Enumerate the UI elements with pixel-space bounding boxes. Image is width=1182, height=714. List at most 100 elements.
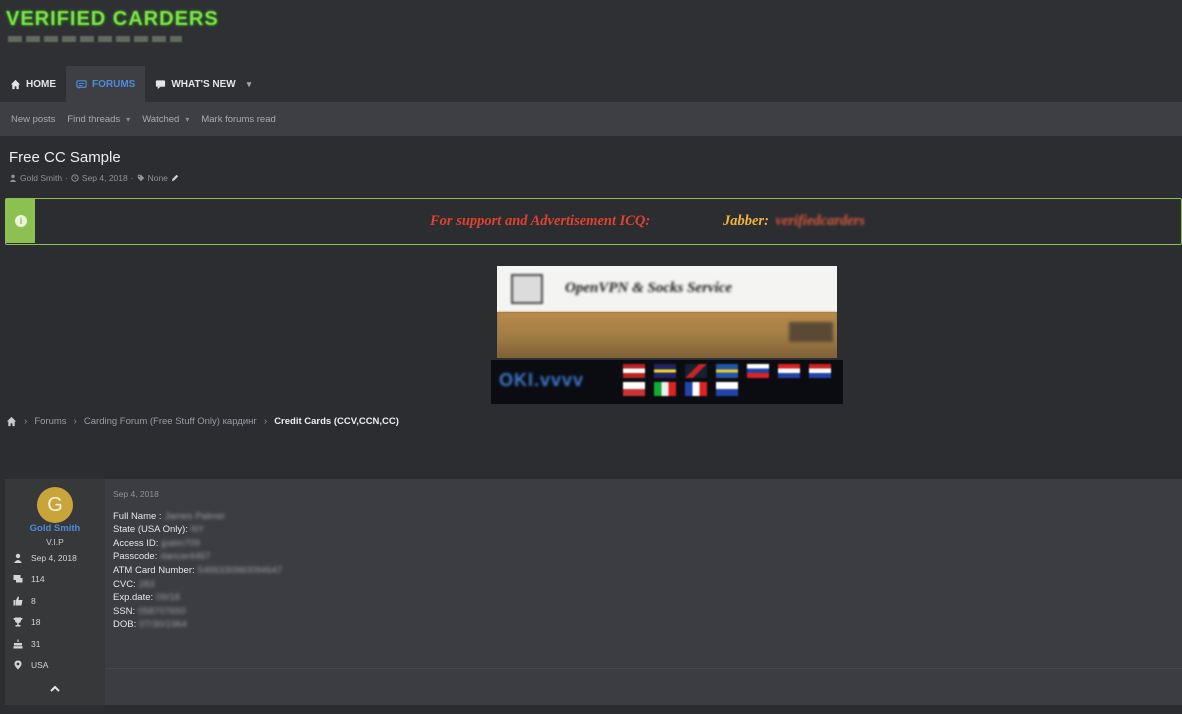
field-value: 283: [138, 578, 155, 590]
field-value: NY: [190, 524, 205, 536]
flag: [623, 364, 645, 378]
user-icon: [14, 553, 22, 563]
tab-whats-new-label: WHAT'S NEW: [171, 78, 236, 90]
flag: [623, 382, 645, 396]
main-nav: HOME FORUMS WHAT'S NEW ▾: [0, 66, 261, 102]
cake-icon: [13, 639, 23, 649]
jabber-label: Jabber:: [723, 213, 769, 229]
flag: [654, 364, 676, 378]
meta-separator: ·: [130, 173, 134, 183]
pencil-icon[interactable]: [171, 174, 179, 182]
thread-author[interactable]: Gold Smith: [20, 173, 63, 183]
map-pin-icon: [14, 660, 22, 670]
stat-points: 31: [13, 639, 40, 649]
site-logo[interactable]: VERIFIED CARDERS: [6, 8, 218, 48]
breadcrumb-credit-cards[interactable]: Credit Cards (CCV,CCN,CC): [274, 416, 399, 427]
home-icon[interactable]: [6, 416, 17, 427]
sub-nav: New posts Find threads ▾ Watched ▾ Mark …: [0, 102, 1182, 136]
thread-date[interactable]: Sep 4, 2018: [81, 173, 128, 183]
avatar[interactable]: G: [37, 487, 73, 523]
post-date[interactable]: Sep 4, 2018: [113, 489, 159, 499]
page-bottom: [0, 705, 1182, 714]
user-title: V.I.P: [46, 537, 64, 547]
field-label: Exp.date:: [113, 592, 154, 604]
post-field-access-id: Access ID:jpalm709: [113, 537, 282, 551]
ad-logo: [511, 274, 543, 304]
tab-home[interactable]: HOME: [0, 66, 66, 102]
field-label: Full Name :: [113, 510, 162, 522]
field-label: State (USA Only):: [113, 524, 188, 536]
breadcrumb-separator: ›: [263, 416, 268, 427]
chevron-down-icon[interactable]: ▾: [126, 114, 131, 124]
info-icon: i: [15, 215, 27, 227]
stat-location: USA: [13, 660, 48, 670]
stat-location-value: USA: [31, 660, 49, 670]
field-value: James Palmer: [164, 510, 226, 522]
home-icon: [10, 79, 21, 89]
field-label: ATM Card Number:: [113, 564, 195, 576]
chevron-down-icon[interactable]: ▾: [246, 78, 252, 89]
stat-joined-value: Sep 4, 2018: [31, 553, 77, 563]
post-user-panel: G Gold Smith V.I.P Sep 4, 2018 114 8 18 …: [5, 479, 105, 705]
field-value: 07/30/1964: [139, 619, 187, 631]
stat-reactions: 8: [13, 596, 36, 606]
breadcrumb-forums[interactable]: Forums: [34, 416, 67, 427]
field-value: dancer4467: [160, 551, 211, 563]
subnav-new-posts[interactable]: New posts: [11, 113, 56, 125]
field-label: Passcode:: [113, 551, 158, 563]
clock-icon: [71, 174, 79, 182]
jabber-value: verifiedcarders: [775, 213, 865, 229]
chevron-down-icon[interactable]: ▾: [185, 114, 190, 124]
field-label: Access ID:: [113, 537, 159, 549]
post-body: Sep 4, 2018 Full Name :James Palmer Stat…: [113, 488, 282, 632]
ad-banner-text: OpenVPN & Socks Service: [565, 280, 733, 296]
flag: [716, 364, 738, 378]
post-username[interactable]: Gold Smith: [29, 523, 81, 534]
breadcrumb-carding-forum[interactable]: Carding Forum (Free Stuff Only) кардинг: [83, 416, 257, 427]
chevron-up-icon[interactable]: [49, 683, 61, 695]
flag: [685, 382, 707, 396]
flag: [778, 364, 800, 378]
stat-trophies-value: 18: [31, 617, 41, 627]
breadcrumb: › Forums › Carding Forum (Free Stuff Onl…: [6, 416, 399, 427]
thread-tags: None: [147, 173, 168, 183]
stat-trophies: 18: [13, 617, 40, 627]
trophy-icon: [13, 617, 23, 627]
site-header: VERIFIED CARDERS HOME FORUMS WHAT'S NEW …: [0, 0, 1182, 102]
field-value: 058707650: [138, 605, 186, 617]
jabber-contact: Jabber: verifiedcarders: [723, 213, 865, 230]
post-field-ssn: SSN:058707650: [113, 605, 282, 619]
whats-new-icon: [156, 79, 166, 89]
notice-bar: i: [6, 199, 35, 243]
post-field-cvc: CVC:283: [113, 578, 282, 592]
field-label: CVC:: [113, 578, 136, 590]
stat-joined: Sep 4, 2018: [13, 553, 77, 563]
tab-whats-new[interactable]: WHAT'S NEW ▾: [145, 66, 261, 102]
thread-meta: Gold Smith · Sep 4, 2018 · None: [9, 173, 179, 183]
page-title: Free CC Sample: [9, 149, 121, 166]
subnav-mark-read[interactable]: Mark forums read: [201, 113, 276, 125]
stat-messages: 114: [13, 574, 45, 584]
tag-icon: [137, 174, 144, 182]
flag: [654, 382, 676, 396]
flag: [716, 382, 738, 396]
stat-points-value: 31: [31, 639, 41, 649]
thumbs-up-icon: [13, 596, 23, 606]
tab-forums[interactable]: FORUMS: [66, 66, 146, 102]
field-value: 5466330960094647: [197, 564, 283, 576]
ad-banner[interactable]: OpenVPN & Socks Service: [497, 266, 837, 358]
ad-banner-badge: [789, 322, 833, 342]
flag: [685, 364, 707, 378]
notice-banner: i For support and Advertisement ICQ: Jab…: [5, 198, 1182, 245]
stat-reactions-value: 8: [31, 596, 36, 606]
meta-separator: ·: [65, 173, 68, 183]
post-field-dob: DOB:07/30/1964: [113, 618, 282, 632]
subnav-watched[interactable]: Watched: [142, 113, 180, 125]
post-field-state: State (USA Only):NY: [113, 523, 282, 537]
post: G Gold Smith V.I.P Sep 4, 2018 114 8 18 …: [5, 479, 1182, 705]
ad-flags-strip[interactable]: OKI.vvvv: [491, 360, 843, 404]
stat-messages-value: 114: [31, 574, 45, 584]
forums-icon: [76, 79, 87, 89]
subnav-find-threads[interactable]: Find threads: [67, 113, 121, 125]
field-label: DOB:: [113, 619, 137, 631]
